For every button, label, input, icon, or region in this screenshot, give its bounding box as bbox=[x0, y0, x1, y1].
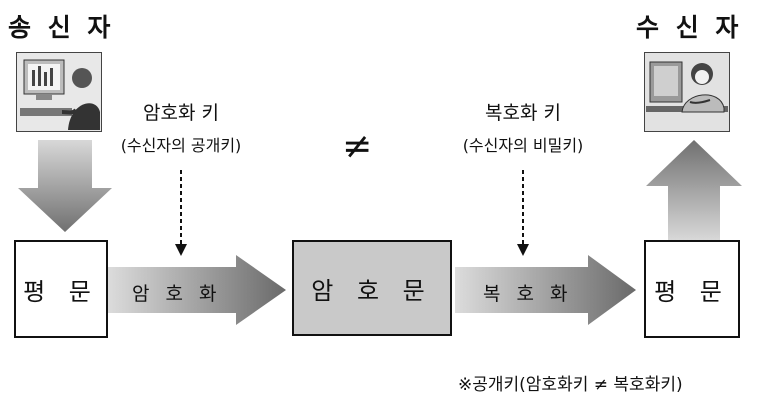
decryption-key-label: 복호화 키 bbox=[485, 102, 561, 124]
ciphertext-box: 암 호 문 bbox=[292, 240, 452, 336]
encryption-key-sub: (수신자의 공개키) bbox=[120, 136, 242, 155]
computer-user-icon bbox=[643, 51, 731, 133]
encrypt-arrow bbox=[108, 255, 286, 325]
plaintext-right-box: 평 문 bbox=[644, 240, 740, 338]
receiver-up-arrow bbox=[646, 140, 742, 240]
encryption-key-label: 암호화 키 bbox=[143, 102, 219, 124]
not-equal-symbol: ≠ bbox=[342, 126, 373, 167]
decryption-key-sub: (수신자의 비밀키) bbox=[462, 136, 584, 155]
decrypt-arrow bbox=[455, 255, 636, 325]
receiver-title: 수 신 자 bbox=[636, 13, 743, 42]
encrypt-label: 암 호 화 bbox=[132, 283, 222, 305]
footnote: ※공개키(암호화키 ≠ 복호화키) bbox=[458, 375, 683, 395]
decryption-key-arrowhead bbox=[517, 244, 529, 256]
sender-title: 송 신 자 bbox=[8, 13, 115, 42]
sender-down-arrow bbox=[18, 140, 112, 232]
encryption-key-arrowhead bbox=[175, 244, 187, 256]
plaintext-left-box: 평 문 bbox=[14, 240, 108, 338]
decrypt-label: 복 호 화 bbox=[483, 283, 573, 305]
